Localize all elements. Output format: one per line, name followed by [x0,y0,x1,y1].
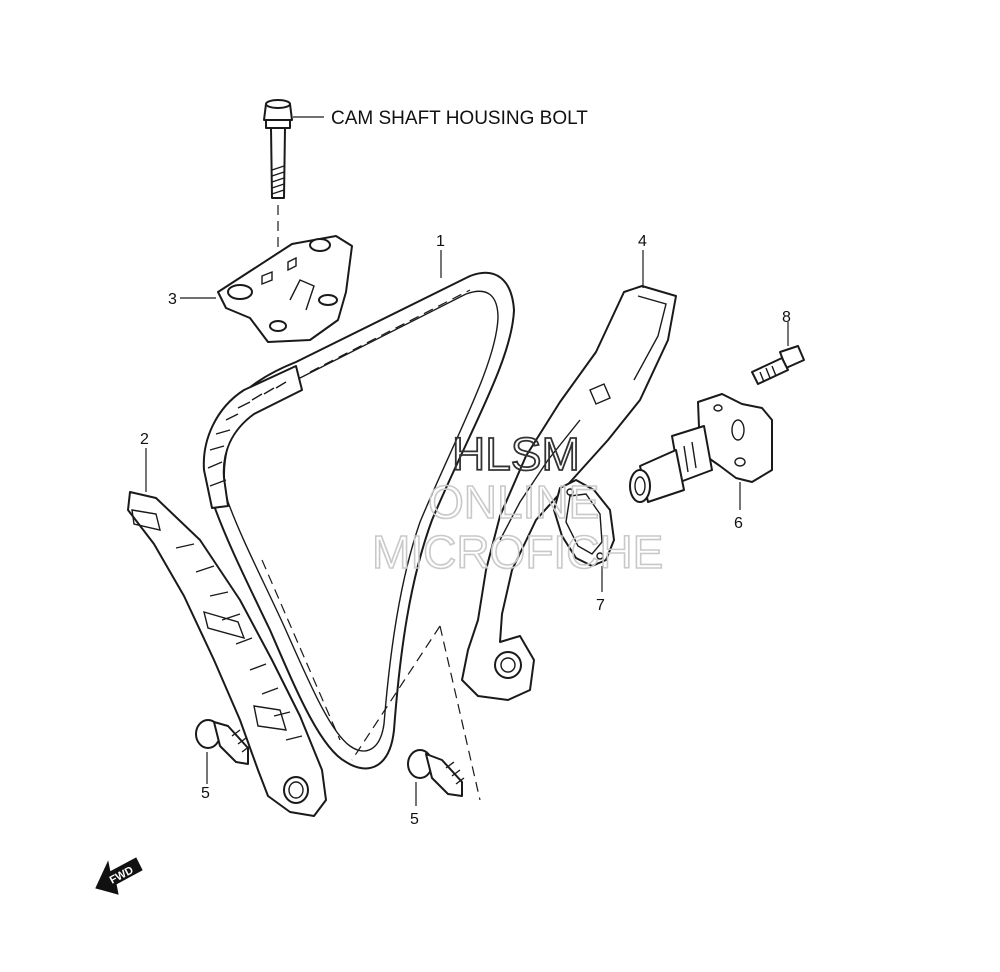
part-3-chain-guide-bracket[interactable] [217,235,353,343]
forward-direction-arrow-icon: FWD [95,857,143,895]
callout-7: 7 [596,597,605,614]
callout-5-left: 5 [201,785,210,802]
part-2-chain-tensioner-guide[interactable] [127,491,327,817]
callout-4: 4 [638,233,647,250]
callout-5-right: 5 [410,811,419,828]
watermark: HLSM ONLINE MICROFICHE [371,427,664,579]
bolt-callout-label: CAM SHAFT HOUSING BOLT [331,108,588,129]
fwd-label: FWD [108,864,136,886]
callout-1: 1 [436,233,445,250]
watermark-line-3: MICROFICHE [372,526,663,578]
callout-3: 3 [168,291,177,308]
watermark-line-1: HLSM [452,428,580,480]
part-1-cam-chain[interactable] [202,271,515,770]
part-7-tensioner-gasket[interactable] [553,479,615,567]
part-5-guide-bolt-left[interactable] [195,719,251,765]
part-4-chain-guide[interactable] [461,285,677,701]
watermark-line-2: ONLINE [428,476,599,528]
part-8-tensioner-bolt[interactable] [751,345,805,385]
part-6-chain-tensioner-adjuster[interactable] [629,393,773,503]
part-5-guide-bolt-right[interactable] [407,749,465,797]
cam-shaft-housing-bolt[interactable] [263,99,293,199]
callout-8: 8 [782,309,791,326]
callout-6: 6 [734,515,743,532]
callout-2: 2 [140,431,149,448]
